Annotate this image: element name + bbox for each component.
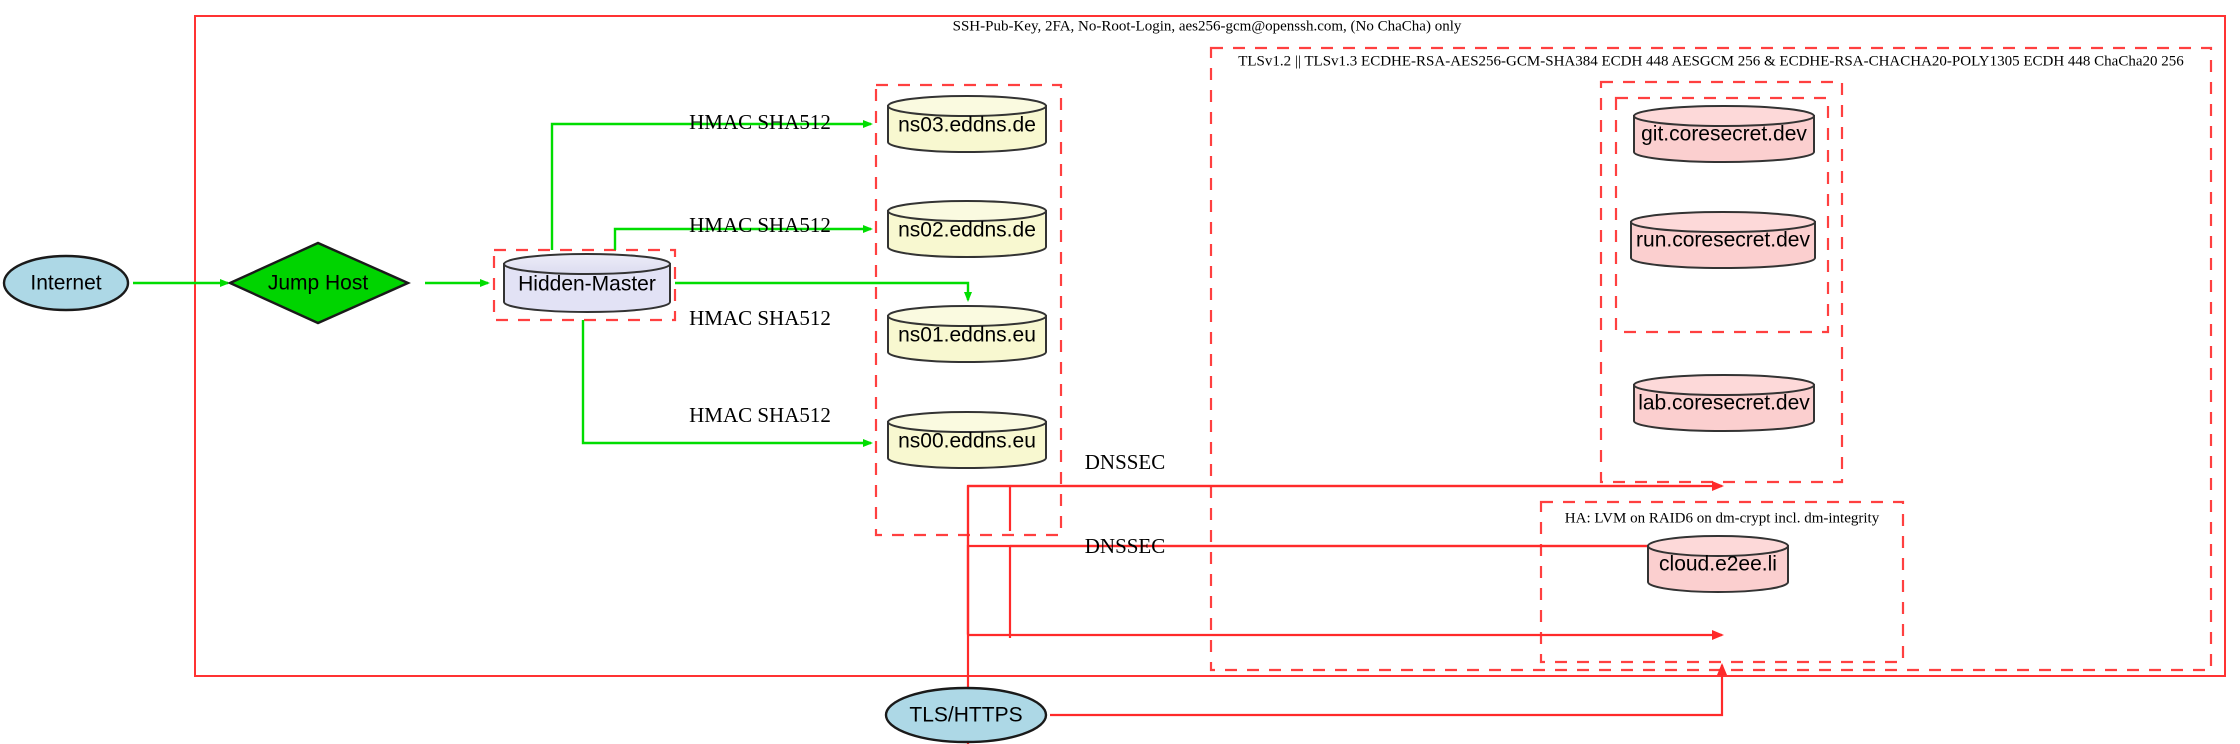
node-ns02[interactable]: ns02.eddns.de (887, 200, 1047, 258)
node-run-coresecret-label: run.coresecret.dev (1636, 229, 1810, 252)
cluster-coresecret-zone (1599, 80, 1844, 484)
cluster-ssh-zone: SSH-Pub-Key, 2FA, No-Root-Login, aes256-… (194, 15, 2226, 677)
node-cloud-e2ee[interactable]: cloud.e2ee.li (1647, 535, 1789, 593)
edge-label-hmac-ns03: HMAC SHA512 (689, 110, 831, 134)
cluster-tls-zone: TLSv1.2 || TLSv1.3 ECDHE-RSA-AES256-GCM-… (1209, 46, 2213, 672)
edge-hiddenmaster-to-ns01 (675, 281, 972, 302)
node-jump-host-label: Jump Host (268, 272, 369, 295)
node-ns02-label: ns02.eddns.de (898, 219, 1036, 242)
edge-label-hmac-ns02: HMAC SHA512 (689, 213, 831, 237)
node-lab-coresecret-label: lab.coresecret.dev (1638, 392, 1810, 415)
node-run-coresecret[interactable]: run.coresecret.dev (1630, 211, 1816, 269)
node-lab-coresecret[interactable]: lab.coresecret.dev (1633, 374, 1815, 432)
node-ns01[interactable]: ns01.eddns.eu (887, 305, 1047, 363)
cluster-ssh-zone-label: SSH-Pub-Key, 2FA, No-Root-Login, aes256-… (953, 18, 1462, 34)
node-internet-label: Internet (30, 272, 101, 295)
cluster-hidden-master-zone (492, 248, 677, 322)
edge-hiddenmaster-to-ns02 (613, 225, 873, 250)
cluster-coresecret-inner-zone (1614, 96, 1830, 334)
node-ns03[interactable]: ns03.eddns.de (887, 95, 1047, 153)
edge-label-dnssec-upper: DNSSEC (1085, 450, 1166, 474)
edge-tlshttps-to-ha (1050, 663, 1727, 717)
node-tls-https[interactable]: TLS/HTTPS (884, 686, 1048, 744)
cluster-ha-zone-label: HA: LVM on RAID6 on dm-crypt incl. dm-in… (1565, 510, 1880, 526)
node-git-coresecret[interactable]: git.coresecret.dev (1633, 105, 1815, 163)
node-internet[interactable]: Internet (2, 254, 130, 312)
node-jump-host[interactable]: Jump Host (227, 241, 411, 325)
edge-hiddenmaster-to-ns03 (550, 120, 873, 250)
edge-hiddenmaster-to-ns00 (581, 320, 873, 447)
node-ns01-label: ns01.eddns.eu (898, 324, 1036, 347)
edge-dnssec-lower-path (966, 544, 1722, 634)
node-ns03-label: ns03.eddns.de (898, 114, 1036, 137)
edge-label-hmac-ns01: HMAC SHA512 (689, 306, 831, 330)
edge-label-dnssec-lower: DNSSEC (1085, 534, 1166, 558)
node-ns00-label: ns00.eddns.eu (898, 430, 1036, 453)
node-cloud-e2ee-label: cloud.e2ee.li (1659, 553, 1777, 576)
node-tls-https-label: TLS/HTTPS (909, 704, 1022, 727)
node-git-coresecret-label: git.coresecret.dev (1641, 123, 1807, 146)
node-hidden-master[interactable]: Hidden-Master (503, 253, 671, 313)
cluster-tls-zone-label: TLSv1.2 || TLSv1.3 ECDHE-RSA-AES256-GCM-… (1238, 53, 2184, 69)
node-ns00[interactable]: ns00.eddns.eu (887, 411, 1047, 469)
cluster-ha-zone: HA: LVM on RAID6 on dm-crypt incl. dm-in… (1539, 500, 1905, 664)
edge-label-hmac-ns00: HMAC SHA512 (689, 403, 831, 427)
node-hidden-master-label: Hidden-Master (518, 273, 656, 296)
